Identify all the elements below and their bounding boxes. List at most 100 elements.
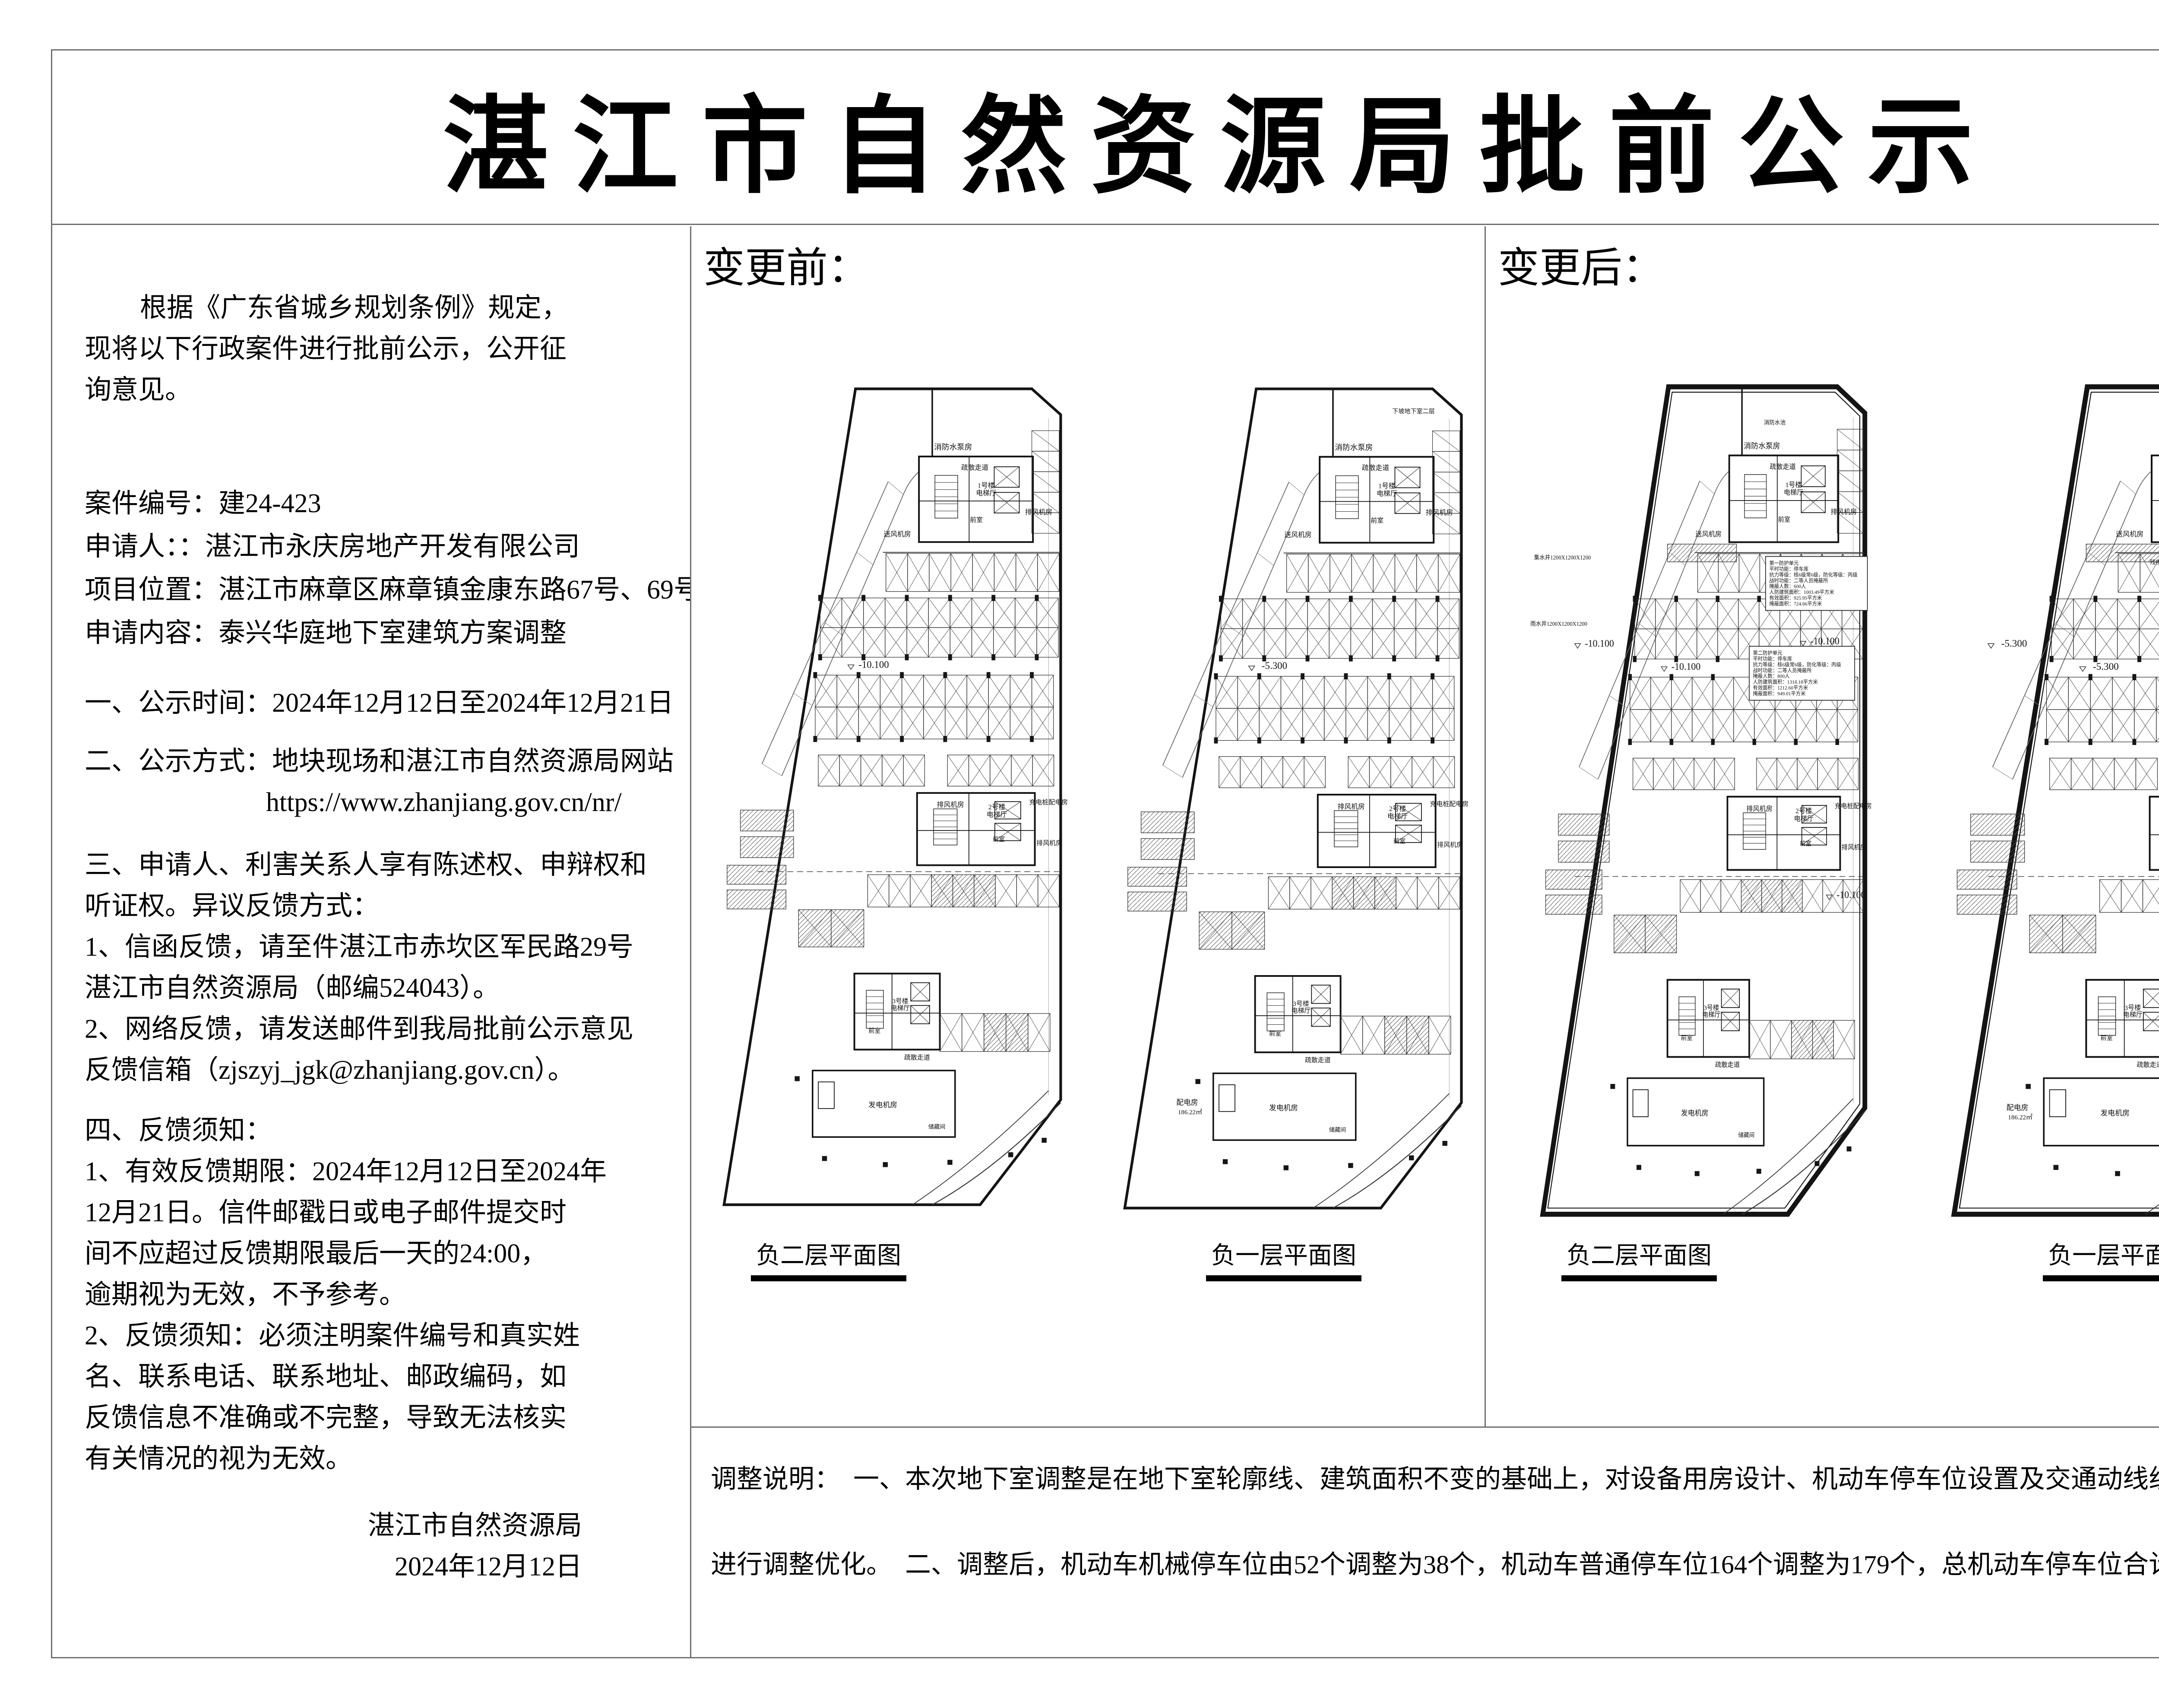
svg-text:2号楼: 2号楼 (988, 803, 1006, 811)
notice-line: 湛江市自然资源局（邮编524043）。 (85, 973, 500, 1003)
notice-line: 一、公示时间：2024年12月12日至2024年12月21日 (85, 688, 674, 718)
notice-line: 三、申请人、利害关系人享有陈述权、申辩权和 (85, 850, 647, 880)
svg-text:疏散走道: 疏散走道 (961, 464, 988, 472)
floor-plan-after-basement1: -5.300消防水泵房疏散走道1号楼电梯厅前室送风机房排风机房排风机房2号楼电梯… (1951, 384, 2159, 1217)
svg-text:-10.100: -10.100 (1671, 661, 1700, 672)
svg-text:前室: 前室 (993, 836, 1005, 843)
case-number-line: 案件编号：建24-423 (85, 489, 321, 518)
svg-text:3号楼: 3号楼 (892, 998, 908, 1005)
notice-line: 间不应超过反馈期限最后一天的24:00， (85, 1239, 548, 1268)
svg-text:电梯厅: 电梯厅 (891, 1005, 910, 1012)
svg-text:消防水泵房: 消防水泵房 (1744, 442, 1780, 450)
section-feedback-notes: 四、反馈须知： 1、有效反馈期限：2024年12月12日至2024年 12月21… (85, 1110, 607, 1480)
svg-text:人防建筑面积：1003.49平方米: 人防建筑面积：1003.49平方米 (1769, 589, 1834, 595)
svg-text:抗力等级：核6级常6级，防化等级：丙级: 抗力等级：核6级常6级，防化等级：丙级 (1753, 662, 1841, 668)
svg-text:186.22㎡: 186.22㎡ (1178, 1109, 1202, 1116)
svg-text:电梯厅: 电梯厅 (1702, 1011, 1721, 1018)
svg-text:电梯厅: 电梯厅 (1784, 488, 1803, 497)
svg-text:送风机房: 送风机房 (883, 530, 911, 538)
svg-text:抗力等级：核6级常6级，防化等级：丙级: 抗力等级：核6级常6级，防化等级：丙级 (1769, 572, 1858, 578)
svg-text:前室: 前室 (1800, 840, 1811, 847)
notice-line: 反馈信息不准确或不完整，导致无法核实 (85, 1403, 567, 1432)
notice-line: 根据《广东省城乡规划条例》规定， (140, 293, 569, 323)
plan-caption-before-basement2: 负二层平面图 (751, 1236, 906, 1281)
svg-text:电梯厅: 电梯厅 (976, 489, 997, 497)
svg-text:前室: 前室 (1269, 1030, 1281, 1037)
after-change-header: 变更后： (1498, 245, 1664, 291)
svg-text:残疾人专用车位: 残疾人专用车位 (2150, 558, 2159, 565)
notice-line: 听证权。异议反馈方式： (85, 891, 380, 921)
notice-line: 1、有效反馈期限：2024年12月12日至2024年 (85, 1157, 607, 1186)
notice-line: 四、反馈须知： (85, 1116, 272, 1145)
adjustment-note-band: 调整说明： 一、本次地下室调整是在地下室轮廓线、建筑面积不变的基础上，对设备用房… (691, 1426, 2159, 1658)
svg-text:充电桩配电房: 充电桩配电房 (1835, 802, 1872, 810)
svg-text:前室: 前室 (970, 516, 983, 523)
notice-page: 湛江市自然资源局批前公示 根据《广东省城乡规划条例》规定， 现将以下行政案件进行… (51, 49, 2159, 1658)
application-content-line: 申请内容：泰兴华庭地下室建筑方案调整 (85, 618, 567, 648)
svg-text:掩蔽人数：600人: 掩蔽人数：600人 (1769, 583, 1806, 589)
svg-text:2号楼: 2号楼 (1389, 805, 1406, 813)
svg-text:消防水池: 消防水池 (1764, 419, 1785, 426)
svg-text:储藏间: 储藏间 (1329, 1127, 1346, 1133)
svg-text:人防建筑面积：1318.18平方米: 人防建筑面积：1318.18平方米 (1753, 679, 1818, 685)
before-change-header: 变更前： (703, 245, 869, 291)
svg-text:配电房: 配电房 (1176, 1099, 1198, 1107)
svg-text:有效面积：925.95平方米: 有效面积：925.95平方米 (1769, 595, 1822, 601)
svg-text:发电机房: 发电机房 (1269, 1104, 1298, 1112)
svg-text:前室: 前室 (2100, 1034, 2113, 1042)
svg-text:-5.300: -5.300 (1262, 660, 1287, 671)
svg-text:-5.300: -5.300 (2093, 661, 2119, 672)
svg-text:掩蔽人数：800人: 掩蔽人数：800人 (1753, 673, 1789, 679)
svg-text:3号楼: 3号楼 (1293, 1000, 1309, 1008)
svg-text:前室: 前室 (1371, 517, 1383, 524)
svg-text:-10.100: -10.100 (1810, 635, 1839, 646)
website-url: https://www.zhanjiang.gov.cn/nr/ (266, 788, 622, 817)
svg-text:疏散走道: 疏散走道 (2137, 1062, 2159, 1069)
section-publicity-method: 二、公示方式：地块现场和湛江市自然资源局网站 https://www.zhanj… (85, 741, 674, 823)
svg-text:充电桩配电房: 充电桩配电房 (1029, 799, 1068, 806)
svg-text:-10.100: -10.100 (1585, 638, 1614, 649)
feedback-email-line: 反馈信箱（zjszyj_jgk@zhanjiang.gov.cn）。 (85, 1055, 575, 1085)
svg-text:前室: 前室 (1681, 1034, 1693, 1042)
left-text-panel: 根据《广东省城乡规划条例》规定， 现将以下行政案件进行批前公示，公开征 询意见。… (52, 226, 691, 1658)
notice-line: 2、反馈须知：必须注明案件编号和真实姓 (85, 1321, 580, 1350)
svg-text:前室: 前室 (1778, 516, 1791, 523)
notice-line: 12月21日。信件邮戳日或电子邮件提交时 (85, 1198, 567, 1227)
svg-text:-10.100: -10.100 (858, 659, 889, 670)
svg-text:掩蔽面积：949.01平方米: 掩蔽面积：949.01平方米 (1753, 691, 1805, 697)
plan-caption-after-basement1: 负一层平面图 (2043, 1236, 2159, 1281)
svg-text:有效面积：1212.60平方米: 有效面积：1212.60平方米 (1753, 684, 1808, 691)
svg-text:发电机房: 发电机房 (868, 1101, 897, 1109)
plan-caption-before-basement1: 负一层平面图 (1206, 1236, 1361, 1281)
svg-text:前室: 前室 (1393, 837, 1406, 845)
svg-text:1号楼: 1号楼 (1785, 481, 1802, 489)
svg-text:疏散走道: 疏散走道 (904, 1054, 930, 1061)
svg-text:-10.100: -10.100 (1836, 889, 1865, 900)
svg-text:下坡地下室二层: 下坡地下室二层 (1392, 408, 1435, 415)
svg-text:送风机房: 送风机房 (2116, 530, 2143, 538)
notice-line: 现将以下行政案件进行批前公示，公开征 (85, 334, 567, 364)
adjustment-note-line2: 进行调整优化。 二、调整后，机动车机械停车位由52个调整为38个，机动车普通停车… (711, 1550, 2159, 1579)
notice-line: 有关情况的视为无效。 (85, 1444, 353, 1474)
section-feedback-rights: 三、申请人、利害关系人享有陈述权、申辩权和 听证权。异议反馈方式： 1、信函反馈… (85, 845, 647, 1091)
svg-text:2号楼: 2号楼 (1795, 807, 1812, 815)
svg-text:电梯厅: 电梯厅 (1292, 1007, 1311, 1014)
svg-text:疏散走道: 疏散走道 (1715, 1061, 1740, 1068)
svg-text:1号楼: 1号楼 (1378, 482, 1396, 490)
svg-text:集水井1200X1200X1200: 集水井1200X1200X1200 (1534, 554, 1591, 561)
case-info-block: 案件编号：建24-423 申请人：：湛江市永庆房地产开发有限公司 项目位置：湛江… (85, 482, 690, 655)
notice-line: 逾期视为无效，不予参考。 (85, 1280, 406, 1309)
page-title: 湛江市自然资源局批前公示 (52, 51, 2159, 225)
svg-text:发电机房: 发电机房 (2100, 1109, 2130, 1117)
plan-caption-after-basement2: 负二层平面图 (1561, 1236, 1717, 1281)
svg-text:电梯厅: 电梯厅 (2123, 1011, 2143, 1019)
intro-paragraph: 根据《广东省城乡规划条例》规定， 现将以下行政案件进行批前公示，公开征 询意见。 (85, 288, 568, 411)
svg-text:排风机房: 排风机房 (1338, 803, 1365, 811)
svg-text:排风机房: 排风机房 (1746, 805, 1773, 813)
svg-text:前室: 前室 (868, 1027, 880, 1035)
svg-text:排风机房: 排风机房 (1025, 508, 1052, 516)
